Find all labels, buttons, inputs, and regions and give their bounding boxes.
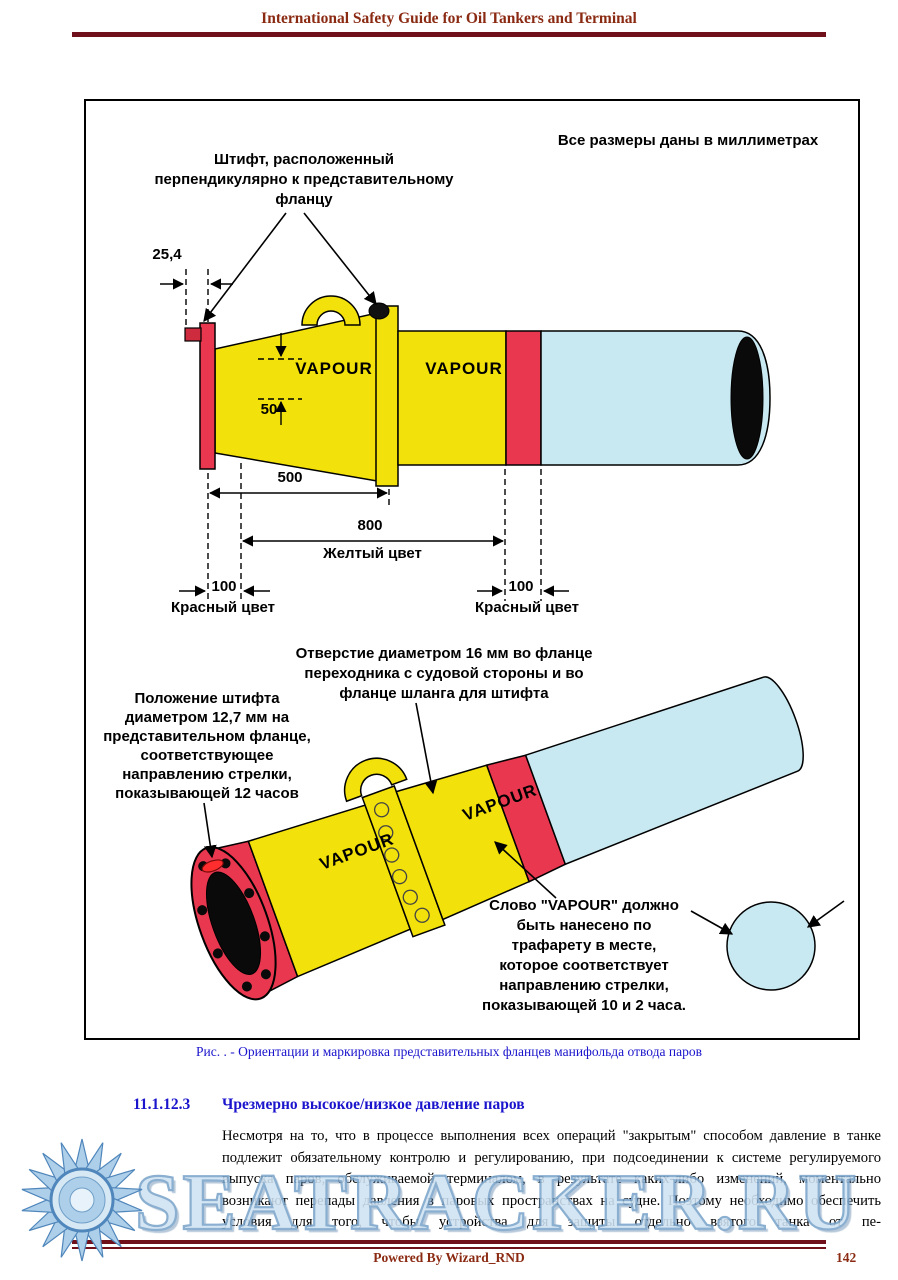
page-header-title: International Safety Guide for Oil Tanke… (261, 10, 637, 27)
dim-50: 50 (260, 401, 278, 418)
pin-position-line: представительном фланце, (103, 728, 311, 745)
pin-position-line: Положение штифта (134, 690, 280, 707)
yellow-body (214, 312, 378, 482)
stencil-label-line: Слово "VAPOUR" должно (489, 897, 679, 914)
hose-flange (375, 305, 399, 487)
footer-page-number: 142 (836, 1250, 857, 1265)
diagram-graphics (160, 212, 845, 1001)
dim-500: 500 (277, 469, 303, 486)
pin-position-line: диаметром 12,7 мм на (124, 709, 290, 726)
red-color-label-left: Красный цвет (171, 599, 275, 616)
pin-position-line: соответствующее (140, 747, 274, 764)
bottom-leader-lines (203, 702, 557, 899)
pin-position-label: Положение штифта диаметром 12,7 мм на пр… (92, 689, 322, 803)
flange-pin (368, 302, 390, 320)
flange-opening (205, 871, 262, 976)
side-view-diagram (184, 295, 771, 487)
lifting-handle (301, 295, 361, 326)
pin-label-line: Штифт, расположенный (213, 151, 395, 168)
stencil-label-line: которое соответствует (499, 957, 669, 974)
red-band (505, 330, 542, 466)
dim-100-left: 100 (211, 578, 237, 595)
figure-diagram-box (84, 99, 860, 1040)
vapour-marking-2: VAPOUR (425, 359, 503, 378)
dim-800: 800 (357, 517, 383, 534)
pin-label-line: фланцу (275, 191, 333, 208)
cyan-hose (540, 330, 771, 466)
lifting-handle-2 (343, 757, 408, 803)
stencil-label-line: показывающей 10 и 2 часа. (482, 997, 686, 1014)
footer-powered-by: Powered By Wizard_RND (373, 1250, 525, 1265)
seatracker-sun-logo (21, 1138, 143, 1262)
yellow-color-label: Желтый цвет (323, 545, 422, 562)
stencil-label: Слово "VAPOUR" должно быть нанесено по т… (460, 896, 708, 1016)
dimensions-note: Все размеры даны в миллиметрах (557, 132, 819, 149)
presentation-flange (199, 322, 216, 470)
vapour-marking-1: VAPOUR (295, 359, 373, 378)
pin-leader-lines (203, 212, 377, 323)
footer-rule-thin (72, 1247, 826, 1249)
red-color-label-right: Красный цвет (475, 599, 579, 616)
pin-label: Штифт, расположенный перпендикулярно к п… (148, 150, 460, 210)
footer-rule (72, 1240, 826, 1244)
pin-marker (201, 859, 224, 873)
hose-end-opening (730, 336, 764, 460)
dimension-lines (160, 269, 569, 601)
hole-label-line: переходника с судовой стороны и во (304, 665, 584, 682)
hole-label-line: фланце шланга для штифта (339, 685, 549, 702)
body-paragraph: Несмотря на то, что в процессе выполнени… (222, 1128, 881, 1231)
perspective-view-diagram (190, 676, 804, 1001)
hole-label-line: Отверстие диаметром 16 мм во фланце (295, 645, 593, 662)
pin-tab (184, 327, 202, 342)
watermark-text: SEATRACKER.RU (134, 1158, 860, 1248)
section-number: 11.1.12.3 (133, 1096, 191, 1113)
pin-position-line: показывающей 12 часов (115, 785, 299, 802)
clock-target (690, 900, 845, 991)
dim-100-right: 100 (508, 578, 534, 595)
hole-label: Отверстие диаметром 16 мм во фланце пере… (281, 644, 607, 704)
header-rule (72, 32, 826, 37)
yellow-section (397, 330, 507, 466)
stencil-label-line: направлению стрелки, (499, 977, 669, 994)
dim-25-4: 25,4 (152, 246, 182, 263)
figure-caption: Рис. . - Ориентации и маркировка предста… (196, 1044, 702, 1059)
stencil-label-line: трафарету в месте, (511, 937, 657, 954)
section-title: Чрезмерно высокое/низкое давление паров (222, 1096, 525, 1113)
mid-flange-bolts (373, 802, 430, 923)
pin-label-line: перпендикулярно к представительному (154, 171, 454, 188)
cyan-hose-2 (524, 676, 804, 866)
pin-position-line: направлению стрелки, (122, 766, 292, 783)
stencil-label-line: быть нанесено по (516, 917, 652, 934)
